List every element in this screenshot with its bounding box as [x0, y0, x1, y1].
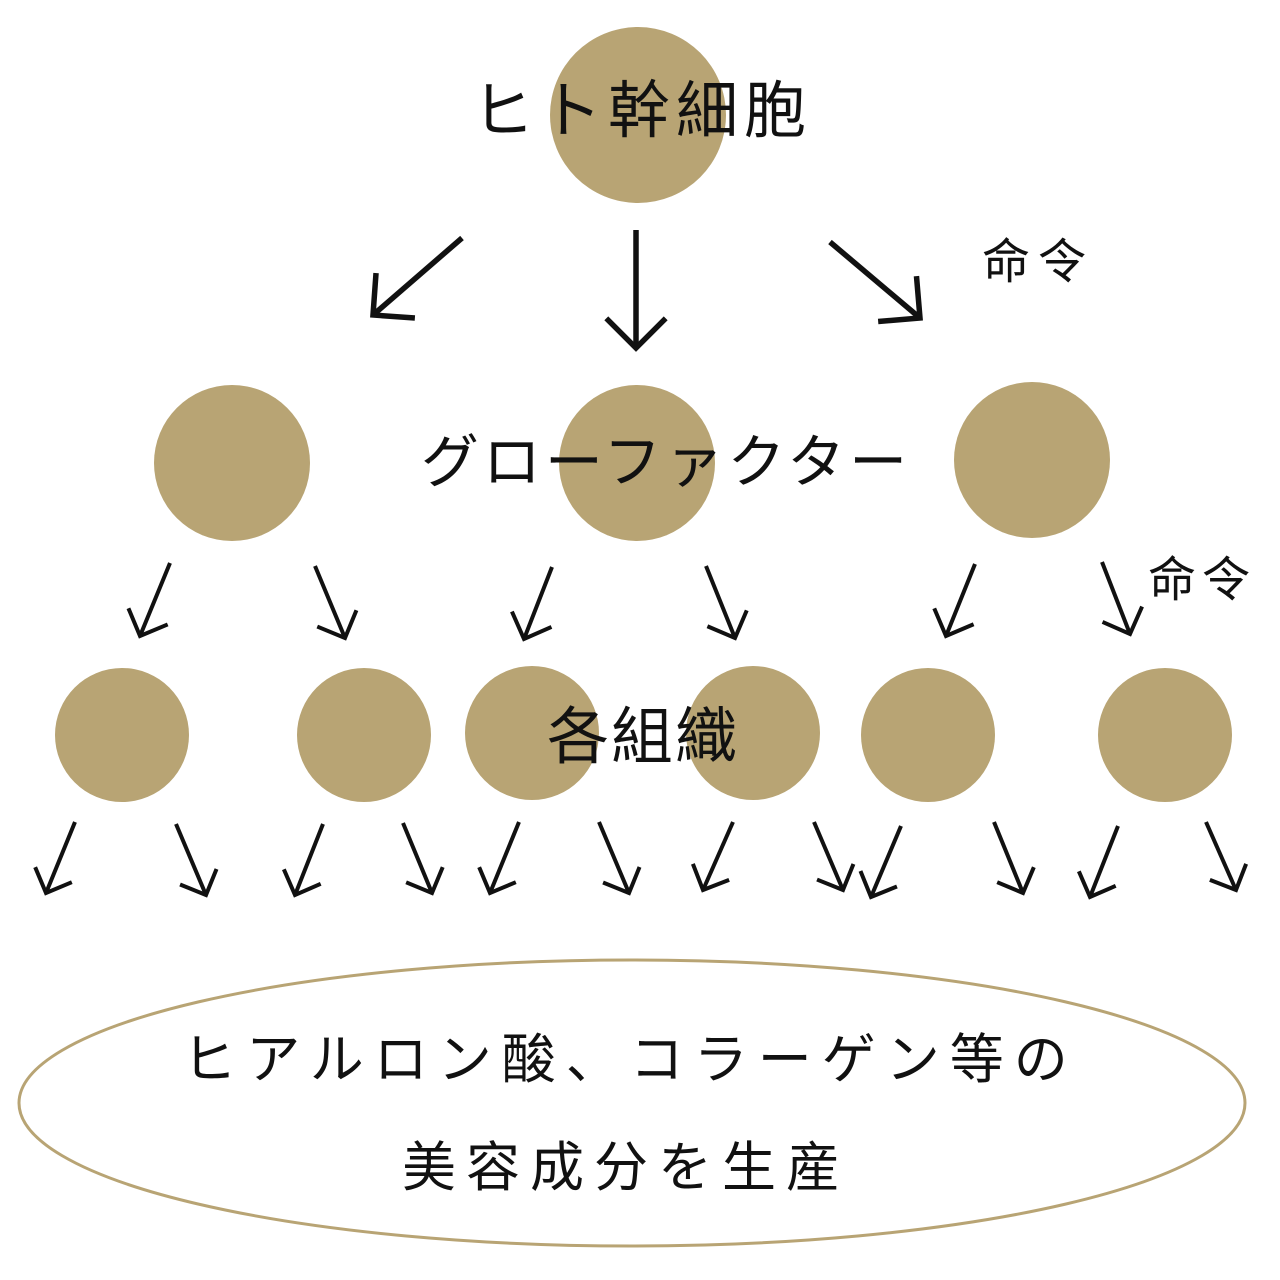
arrows-level-3 [33, 821, 1248, 900]
node-middle-left [154, 385, 310, 541]
level-top: ヒト幹細胞 [472, 27, 812, 203]
arrow-down-right [828, 239, 923, 325]
arrow-l3-3 [282, 823, 325, 898]
node-middle-center [559, 385, 715, 541]
label-command-2: 命令 [1148, 552, 1256, 608]
node-tissue-4 [686, 666, 820, 800]
arrow-l3-6 [597, 821, 642, 896]
node-tissue-6 [1098, 668, 1232, 802]
node-tissue-5 [861, 668, 995, 802]
arrow-l3-2 [174, 823, 219, 898]
label-stem-cell: ヒト幹細胞 [472, 74, 812, 147]
node-stem-cell [550, 27, 726, 203]
arrow-l2-6 [1100, 561, 1144, 637]
node-tissue-1 [55, 668, 189, 802]
node-middle-right [954, 382, 1110, 538]
arrow-l2-5 [932, 563, 977, 639]
arrow-l3-7 [691, 821, 735, 893]
node-tissue-3 [465, 666, 599, 800]
arrow-down [604, 230, 668, 352]
arrow-l3-1 [33, 821, 77, 896]
level-bottom: 各組織 [55, 666, 1232, 802]
result-ellipse [17, 958, 1247, 1248]
arrows-level-2 [126, 561, 1144, 642]
result-line-2: 美容成分を生産 [402, 1136, 850, 1199]
arrow-down-left [370, 235, 464, 321]
result-group: ヒアルロン酸、コラーゲン等の 美容成分を生産 [17, 958, 1247, 1248]
arrow-l3-9 [858, 825, 903, 900]
arrows-level-1 [370, 230, 923, 352]
arrow-l3-12 [1204, 821, 1248, 893]
level-middle: グローファクター [154, 382, 1110, 541]
label-command-1: 命令 [982, 234, 1094, 290]
arrow-l2-2 [313, 565, 359, 641]
arrow-l3-4 [401, 822, 445, 896]
arrow-l3-8 [812, 821, 856, 893]
arrow-l3-11 [1077, 825, 1120, 900]
node-tissue-2 [297, 668, 431, 802]
result-line-1: ヒアルロン酸、コラーゲン等の [182, 1028, 1077, 1091]
arrow-l2-1 [126, 562, 172, 639]
arrow-l3-10 [992, 821, 1036, 896]
arrow-l2-3 [510, 566, 554, 642]
arrow-l3-5 [477, 821, 521, 896]
label-growth-factor: グローファクター [421, 428, 911, 496]
arrow-l2-4 [704, 565, 749, 641]
label-tissues: 各組織 [547, 700, 739, 773]
